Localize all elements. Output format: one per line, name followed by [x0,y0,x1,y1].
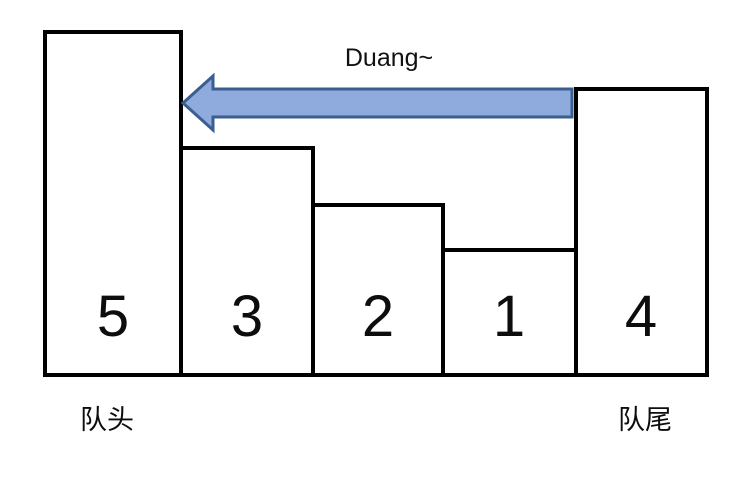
queue-cell-box [311,203,445,377]
queue-cell-value: 1 [493,284,525,349]
queue-cell-box [574,87,709,377]
queue-cell-box [43,30,183,377]
left-arrow-icon [180,72,574,134]
queue-cell-value: 2 [362,284,394,349]
queue-head-label: 队头 [80,405,134,436]
move-to-front-arrow [180,72,574,134]
queue-cell: 5 [43,30,183,377]
queue-cell: 2 [311,203,445,377]
duang-annotation-label: Duang~ [345,44,433,72]
queue-cells-group: 5 3 2 1 4 [43,30,709,377]
queue-cell-value: 5 [97,284,129,349]
queue-cell: 3 [179,146,315,377]
queue-cell-box [179,146,315,377]
queue-cell-value: 4 [625,284,657,349]
queue-cell: 4 [574,87,709,377]
queue-tail-label: 队尾 [618,405,672,436]
queue-cell: 1 [441,248,578,377]
queue-cell-value: 3 [231,284,263,349]
